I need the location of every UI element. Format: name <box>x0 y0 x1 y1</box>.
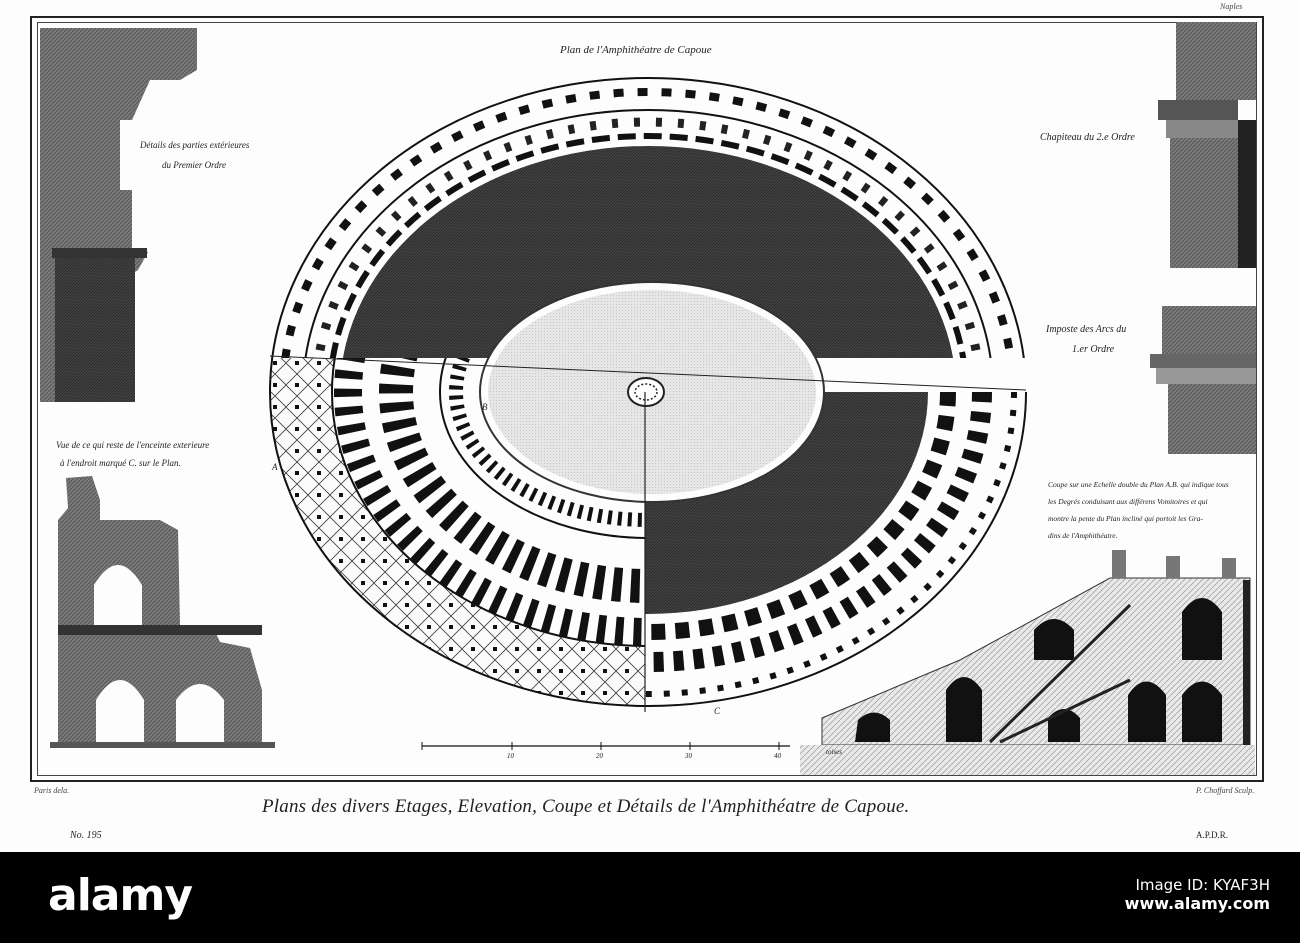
impost-drawing <box>1150 306 1256 454</box>
detail-exterior-label-line2: du Premier Ordre <box>162 160 226 170</box>
view-label-line2: à l'endroit marqué C. sur le Plan. <box>60 458 181 468</box>
plan-letter-c: C <box>714 706 721 716</box>
exterior-detail-drawing <box>40 28 197 402</box>
section-label-line4: dins de l'Amphithéatre. <box>1048 531 1118 540</box>
impost-label-line2: 1.er Ordre <box>1072 344 1115 355</box>
plate-border-outer <box>30 16 1264 782</box>
site-url: www.alamy.com <box>1124 894 1270 913</box>
scale-unit: toises <box>826 748 842 756</box>
credit-right: P. Choffard Sculp. <box>1196 786 1255 795</box>
capital-label: Chapiteau du 2.e Ordre <box>1040 132 1135 143</box>
section-drawing <box>821 550 1251 746</box>
plan-letter-b: B <box>482 402 488 412</box>
ground-strip <box>800 745 1255 775</box>
scale-label-30: 30 <box>685 752 692 760</box>
alamy-logo: alamy <box>48 870 193 921</box>
plan-title: Plan de l'Amphithéatre de Capoue <box>560 44 712 56</box>
scale-label-40: 40 <box>774 752 781 760</box>
capital-drawing <box>1158 22 1256 268</box>
amphitheatre-plan <box>269 77 1027 712</box>
main-caption: Plans des divers Etages, Elevation, Coup… <box>262 796 910 817</box>
scale-label-20: 20 <box>596 752 603 760</box>
ruin-view-drawing <box>50 476 275 748</box>
section-label-line3: montre la pente du Plan incliné qui port… <box>1048 514 1203 523</box>
corner-label-top-right: Naples <box>1220 2 1243 11</box>
section-label-line1: Coupe sur une Echelle double du Plan A.B… <box>1048 480 1229 489</box>
image-id: Image ID: KYAF3H <box>1135 876 1270 894</box>
credit-left: Paris dela. <box>34 786 70 795</box>
stock-footer-bar <box>0 852 1300 943</box>
plate-number: No. 195 <box>70 830 102 841</box>
plan-letter-a: A <box>272 462 278 472</box>
scale-bar <box>421 742 790 750</box>
plate-border-inner <box>37 22 1257 776</box>
image-credit: Image ID: KYAF3H www.alamy.com <box>1110 876 1270 913</box>
section-label-line2: les Degrés conduisant aux différens Vomi… <box>1048 497 1208 506</box>
view-label-line1: Vue de ce qui reste de l'enceinte exteri… <box>56 440 210 450</box>
apdr-mark: A.P.D.R. <box>1196 830 1229 840</box>
scale-label-10: 10 <box>507 752 514 760</box>
impost-label-line1: Imposte des Arcs du <box>1046 324 1127 335</box>
engraving-artwork <box>40 22 1256 775</box>
detail-exterior-label-line1: Détails des parties extérieures <box>140 140 250 150</box>
